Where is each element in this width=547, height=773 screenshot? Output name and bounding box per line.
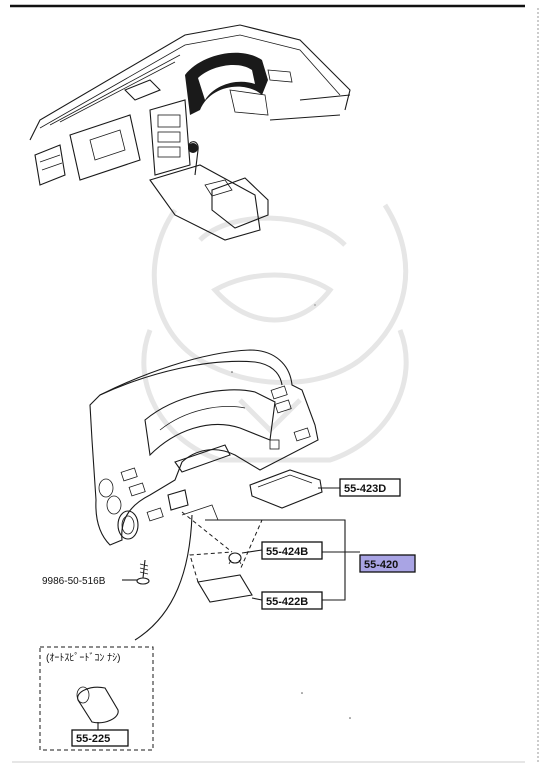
svg-text:55-422B: 55-422B	[266, 596, 308, 608]
label-55-423d: 55-423D	[339, 478, 401, 497]
inset-box	[39, 646, 154, 751]
assembly-guide-lines	[181, 511, 263, 583]
label-55-422b: 55-422B	[261, 591, 323, 610]
svg-text:(ｵｰﾄｽﾋﾟｰﾄﾞｺﾝ ﾅｼ): (ｵｰﾄｽﾋﾟｰﾄﾞｺﾝ ﾅｼ)	[46, 652, 120, 664]
label-55-424b: 55-424B	[261, 541, 323, 560]
leader-to-inset	[134, 514, 193, 641]
inset-note: (ｵｰﾄｽﾋﾟｰﾄﾞｺﾝ ﾅｼ)	[46, 652, 120, 664]
scan-specks	[231, 304, 351, 719]
dashboard-overview	[29, 24, 351, 241]
watermark-logo	[141, 203, 409, 463]
part-55-422b-panel	[197, 574, 263, 603]
part-55-423d-panel	[249, 469, 340, 509]
svg-text:55-225: 55-225	[76, 733, 110, 745]
part-55-424b-clip	[228, 549, 263, 565]
svg-text:55-424B: 55-424B	[266, 546, 308, 558]
label-55-225: 55-225	[71, 729, 129, 747]
part-55-420-bracket	[205, 519, 360, 601]
svg-text:55-420: 55-420	[364, 559, 398, 571]
label-screw: 9986-50-516B	[42, 576, 106, 587]
svg-text:9986-50-516B: 9986-50-516B	[42, 576, 106, 587]
page-frame	[10, 4, 539, 763]
svg-text:55-423D: 55-423D	[344, 483, 386, 495]
screw-part	[122, 559, 150, 585]
label-55-420: 55-420	[359, 554, 416, 573]
meter-hood-assembly	[89, 349, 319, 546]
